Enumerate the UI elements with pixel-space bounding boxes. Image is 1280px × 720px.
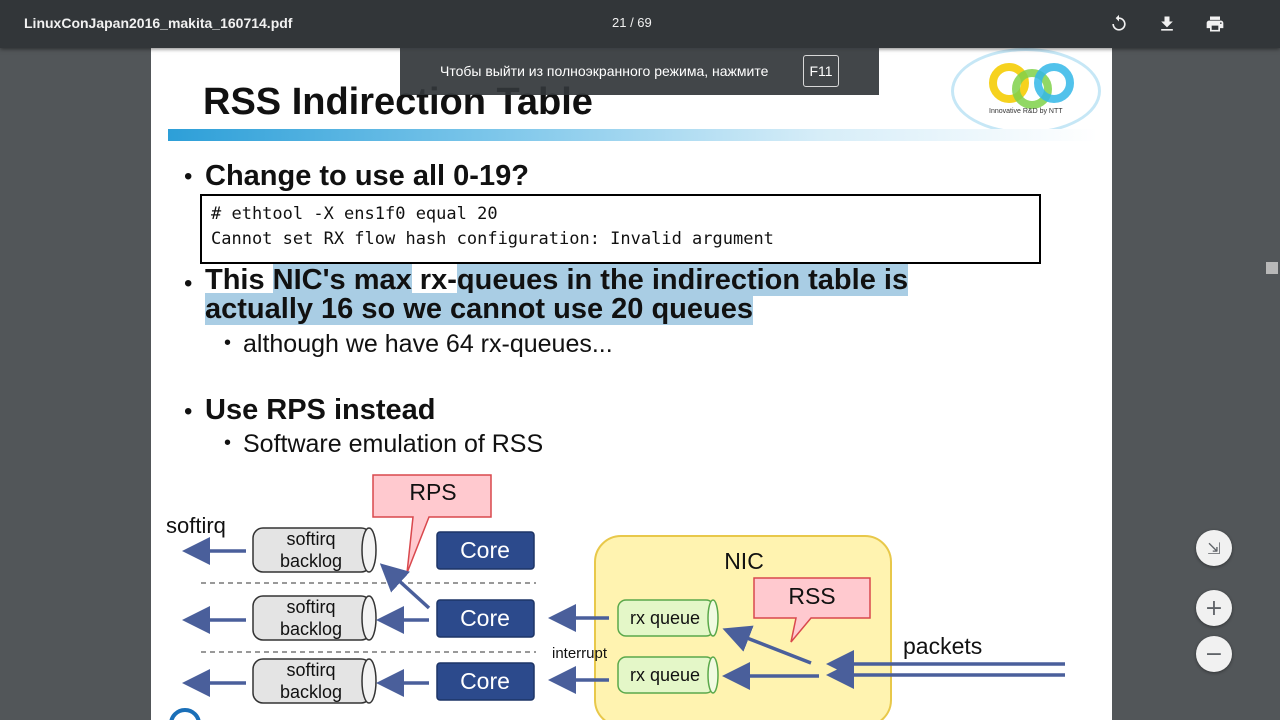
vertical-scrollbar[interactable] [1264, 48, 1280, 720]
bullet-change-queues: Change to use all 0-19? [205, 160, 529, 192]
rx-queue-1: rx queue [617, 599, 719, 637]
rxq-label: rx queue [630, 665, 700, 685]
core-label: Core [460, 668, 510, 694]
backlog-label-top: softirq [286, 529, 335, 549]
rps-callout [372, 474, 492, 574]
packets-label: packets [903, 633, 982, 659]
rps-label: RPS [409, 479, 456, 505]
minus-icon: − [1204, 641, 1224, 667]
document-title: LinuxConJapan2016_makita_160714.pdf [24, 15, 293, 31]
core-box-1: Core [436, 531, 535, 570]
ntt-footer-logo-icon [169, 708, 201, 720]
rotate-button[interactable] [1106, 11, 1132, 37]
sub-bullet-marker: • [224, 332, 232, 354]
rotate-icon [1112, 14, 1126, 31]
bullet-marker: • [184, 163, 193, 190]
sub-bullet-marker: • [224, 432, 232, 454]
rss-callout [753, 577, 871, 643]
download-button[interactable] [1154, 11, 1180, 37]
download-icon [1161, 16, 1173, 31]
backlog-label-bottom: backlog [280, 619, 342, 639]
scrollbar-thumb[interactable] [1266, 262, 1278, 274]
ntt-logo-mark-icon [989, 63, 1074, 109]
nic-label: NIC [724, 548, 764, 574]
page-indicator[interactable]: 21 / 69 [612, 15, 652, 30]
zoom-out-button[interactable]: − [1196, 636, 1232, 672]
core-label: Core [460, 537, 510, 563]
f11-key-badge: F11 [803, 55, 839, 87]
logo-caption: Innovative R&D by NTT [989, 108, 1063, 115]
core-label: Core [460, 605, 510, 631]
code-block: # ethtool -X ens1f0 equal 20 Cannot set … [200, 194, 1041, 264]
backlog-label-top: softirq [286, 597, 335, 617]
zoom-in-button[interactable]: + [1196, 590, 1232, 626]
core-box-3: Core [436, 662, 535, 701]
core-box-2: Core [436, 599, 535, 638]
rps-diagram: NIC RPS RSS softirq softirq backlog soft… [166, 474, 1065, 720]
print-button[interactable] [1202, 11, 1228, 37]
toast-message: Чтобы выйти из полноэкранного режима, на… [440, 63, 769, 79]
flow-arrows [182, 537, 1065, 697]
bullet2-line2: actually 16 so we cannot use 20 queues [205, 293, 753, 325]
interrupt-label: interrupt [552, 645, 608, 662]
bullet2-part-a: This [205, 264, 273, 296]
fit-to-page-icon: ⇲ [1207, 538, 1221, 558]
sub-bullet-software-rss: Software emulation of RSS [243, 430, 544, 458]
code-line-command: # ethtool -X ens1f0 equal 20 [211, 204, 498, 224]
backlog-label-bottom: backlog [280, 682, 342, 702]
print-icon [1206, 16, 1224, 32]
bullet-marker: • [184, 270, 193, 297]
backlog-label-bottom: backlog [280, 551, 342, 571]
backlog-queue-1: softirq backlog [252, 527, 377, 573]
rx-queue-2: rx queue [617, 656, 719, 694]
rss-label: RSS [788, 583, 835, 609]
bullet2-part-b: NIC's max [272, 264, 412, 296]
pdf-page: Innovative R&D by NTT RSS Indirection Ta… [151, 48, 1112, 720]
sub-bullet-rx-queues: although we have 64 rx-queues... [243, 330, 613, 358]
code-line-error: Cannot set RX flow hash configuration: I… [211, 229, 774, 249]
ntt-logo [951, 48, 1101, 134]
fullscreen-exit-toast: Чтобы выйти из полноэкранного режима, на… [400, 48, 879, 95]
bullet-nic-max-queues: This NIC's max rx-queues in the indirect… [205, 264, 1085, 325]
bullet2-part-c: rx- [411, 264, 457, 296]
backlog-label-top: softirq [286, 660, 335, 680]
title-underline [168, 129, 1098, 141]
bullet-marker: • [184, 398, 193, 425]
bullet2-part-d: queues in the indirection table is [456, 264, 909, 296]
backlog-queue-3: softirq backlog [252, 658, 377, 704]
rxq-label: rx queue [630, 608, 700, 628]
backlog-queue-2: softirq backlog [252, 595, 377, 641]
bullet-use-rps: Use RPS instead [205, 394, 436, 426]
pdf-toolbar: LinuxConJapan2016_makita_160714.pdf 21 /… [0, 0, 1280, 48]
plus-icon: + [1204, 595, 1224, 621]
fit-page-button[interactable]: ⇲ [1196, 530, 1232, 566]
softirq-label: softirq [166, 513, 226, 538]
